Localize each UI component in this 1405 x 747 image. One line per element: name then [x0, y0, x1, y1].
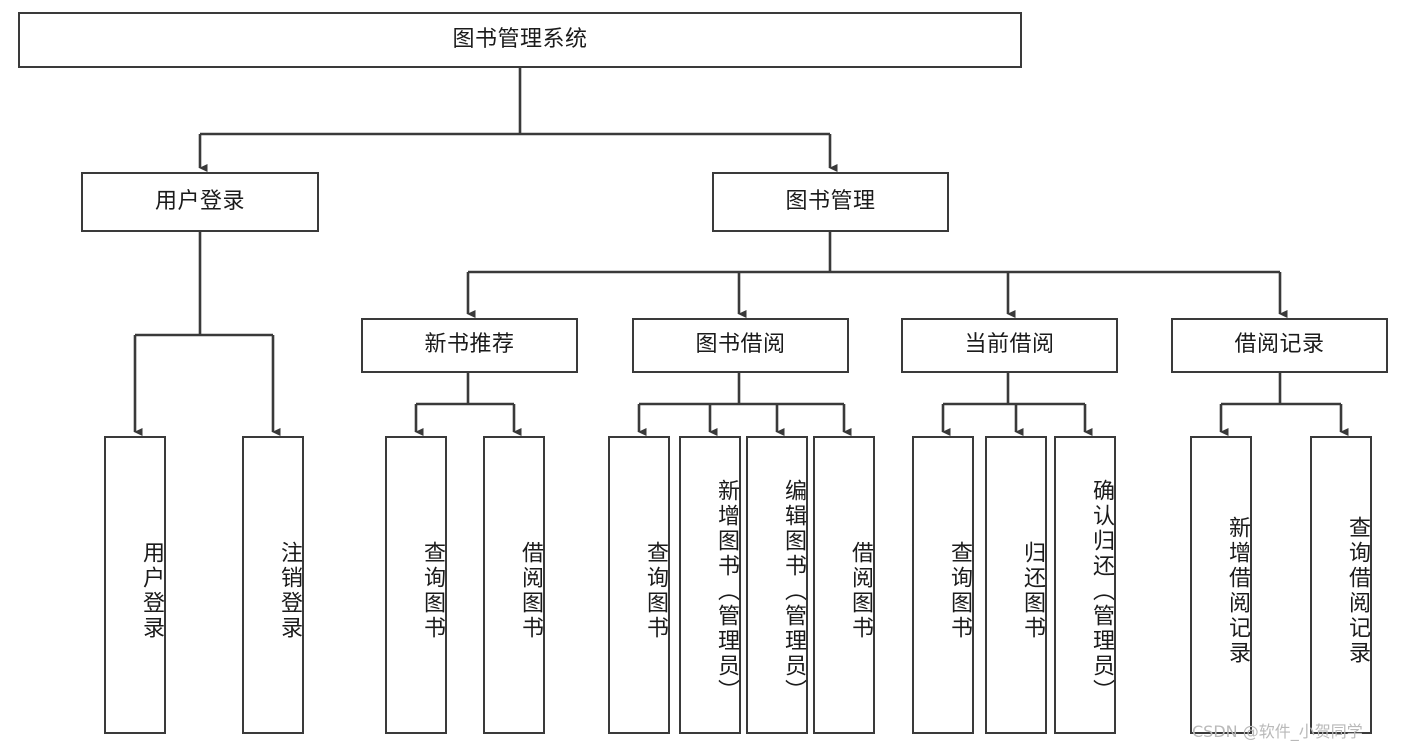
node-leaf-query-book-recommend[interactable]: 查询图书 [385, 436, 447, 734]
node-leaf-add-book-admin[interactable]: 新增图书（管理员） [679, 436, 741, 734]
node-leaf-logout[interactable]: 注销登录 [242, 436, 304, 734]
node-leaf-borrow-book[interactable]: 借阅图书 [813, 436, 875, 734]
node-leaf-query-book-borrow[interactable]: 查询图书 [608, 436, 670, 734]
node-leaf-confirm-return-admin[interactable]: 确认归还（管理员） [1054, 436, 1116, 734]
node-level3-book-borrow[interactable]: 图书借阅 [632, 318, 849, 373]
node-leaf-return-book[interactable]: 归还图书 [985, 436, 1047, 734]
node-leaf-query-borrow-record[interactable]: 查询借阅记录 [1310, 436, 1372, 734]
node-leaf-borrow-book-recommend[interactable]: 借阅图书 [483, 436, 545, 734]
node-leaf-edit-book-admin[interactable]: 编辑图书（管理员） [746, 436, 808, 734]
node-level3-new-book-recommend[interactable]: 新书推荐 [361, 318, 578, 373]
node-leaf-add-borrow-record[interactable]: 新增借阅记录 [1190, 436, 1252, 734]
node-level3-current-borrow[interactable]: 当前借阅 [901, 318, 1118, 373]
node-level2-user-login[interactable]: 用户登录 [81, 172, 319, 232]
node-level2-book-management[interactable]: 图书管理 [712, 172, 949, 232]
node-level3-borrow-record[interactable]: 借阅记录 [1171, 318, 1388, 373]
node-leaf-query-book-current[interactable]: 查询图书 [912, 436, 974, 734]
node-root-图书管理系统[interactable]: 图书管理系统 [18, 12, 1022, 68]
csdn-watermark: CSDN @软件_小贺同学 [1192, 722, 1363, 741]
node-leaf-user-login[interactable]: 用户登录 [104, 436, 166, 734]
